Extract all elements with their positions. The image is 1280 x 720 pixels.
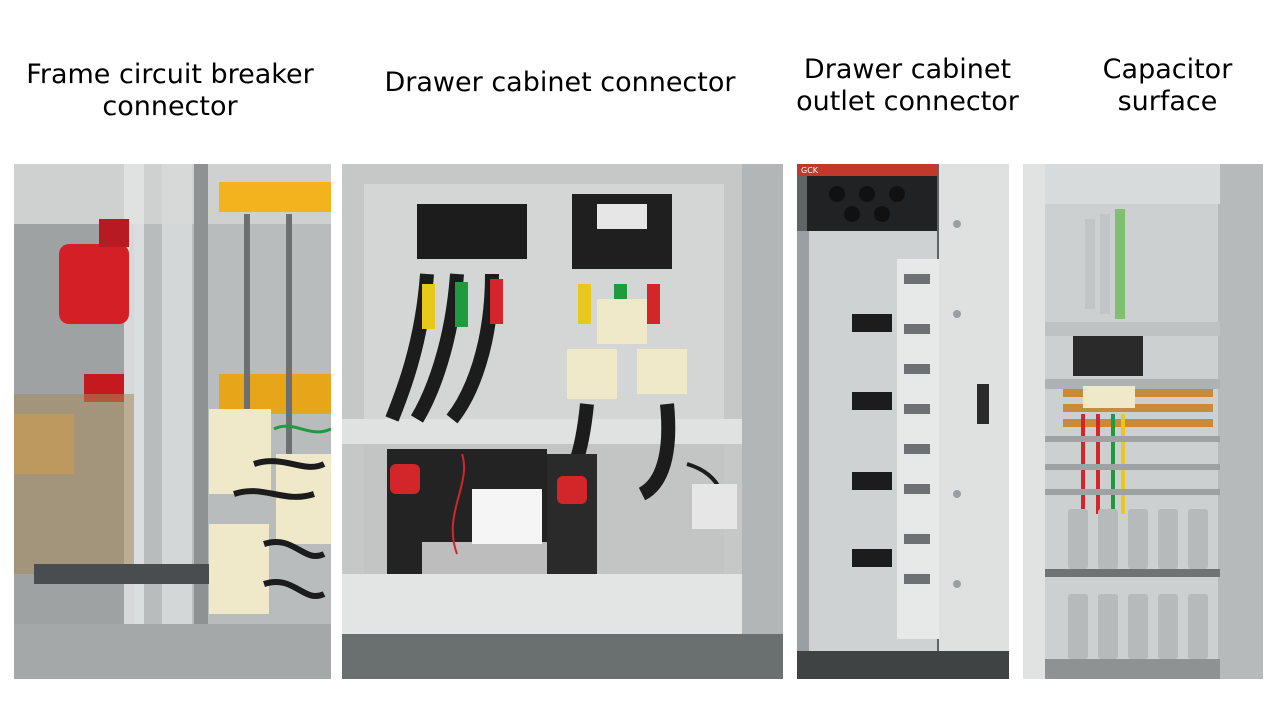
- caption-drawer-cabinet-connector: Drawer cabinet connector: [384, 67, 736, 98]
- drawer-cabinet-outlet-photo: GCK: [797, 164, 1009, 679]
- caption-drawer-cabinet-outlet: Drawer cabinet outlet connector: [796, 54, 1019, 117]
- drawer-cabinet-outlet-illustration: GCK: [797, 164, 1009, 679]
- caption-capacitor-surface: Capacitor surface: [1102, 54, 1233, 117]
- capacitor-surface-photo: [1023, 164, 1263, 679]
- outlet-cabinet-tag: GCK: [801, 166, 819, 175]
- capacitor-surface-illustration: [1023, 164, 1263, 679]
- drawer-cabinet-illustration: [342, 164, 783, 679]
- caption-frame-circuit-breaker: Frame circuit breaker connector: [26, 59, 314, 122]
- drawer-cabinet-connector-photo: [342, 164, 783, 679]
- frame-circuit-breaker-photo: [14, 164, 331, 679]
- frame-circuit-breaker-illustration: [14, 164, 331, 679]
